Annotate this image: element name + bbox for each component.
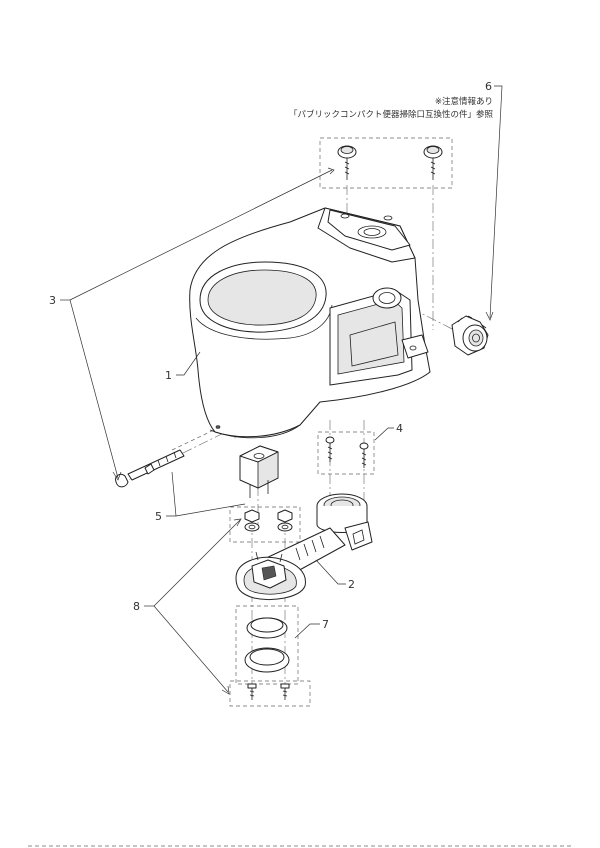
leader-7: [294, 623, 320, 639]
leader-1: [176, 351, 201, 376]
screw-group-box: [317, 431, 375, 475]
callout-4: 4: [396, 422, 403, 435]
leader-2: [315, 559, 346, 585]
cap-group-box: [319, 137, 453, 189]
cap-bolt-left: [337, 145, 357, 180]
drain-pipe: [235, 493, 373, 600]
callout-7: 7: [322, 618, 329, 631]
bottom-screw-pair: [247, 683, 290, 700]
callout-8: 8: [133, 600, 140, 613]
anchor-bolt: [115, 449, 185, 488]
leader-4: [374, 427, 394, 441]
gasket-upper: [246, 617, 288, 639]
bottom-screw-group-box: [229, 680, 311, 707]
cap-bolt-right: [423, 145, 443, 180]
leader-6: [489, 85, 503, 319]
nut-washer-set: [244, 509, 293, 532]
bolt-dash-frame: [171, 419, 236, 451]
leader-5: [166, 471, 177, 517]
callout-3: 3: [49, 294, 56, 307]
gasket-group-box: [235, 605, 299, 685]
note-line-2: 「パブリックコンパクト便器掃除口互換性の件」参照: [289, 109, 494, 120]
note-line-1: ※注意情報あり: [435, 96, 493, 107]
gasket-lower: [244, 647, 290, 673]
mounting-bracket: [239, 445, 279, 498]
screw-pair-4: [325, 436, 369, 468]
toilet-bowl: [189, 207, 431, 439]
callout-1: 1: [165, 369, 172, 382]
callout-6: 6: [485, 80, 492, 93]
nut-group-box: [229, 506, 301, 543]
callout-2: 2: [348, 578, 355, 591]
cleanout-adapter: [451, 315, 489, 356]
callout-5: 5: [155, 510, 162, 523]
